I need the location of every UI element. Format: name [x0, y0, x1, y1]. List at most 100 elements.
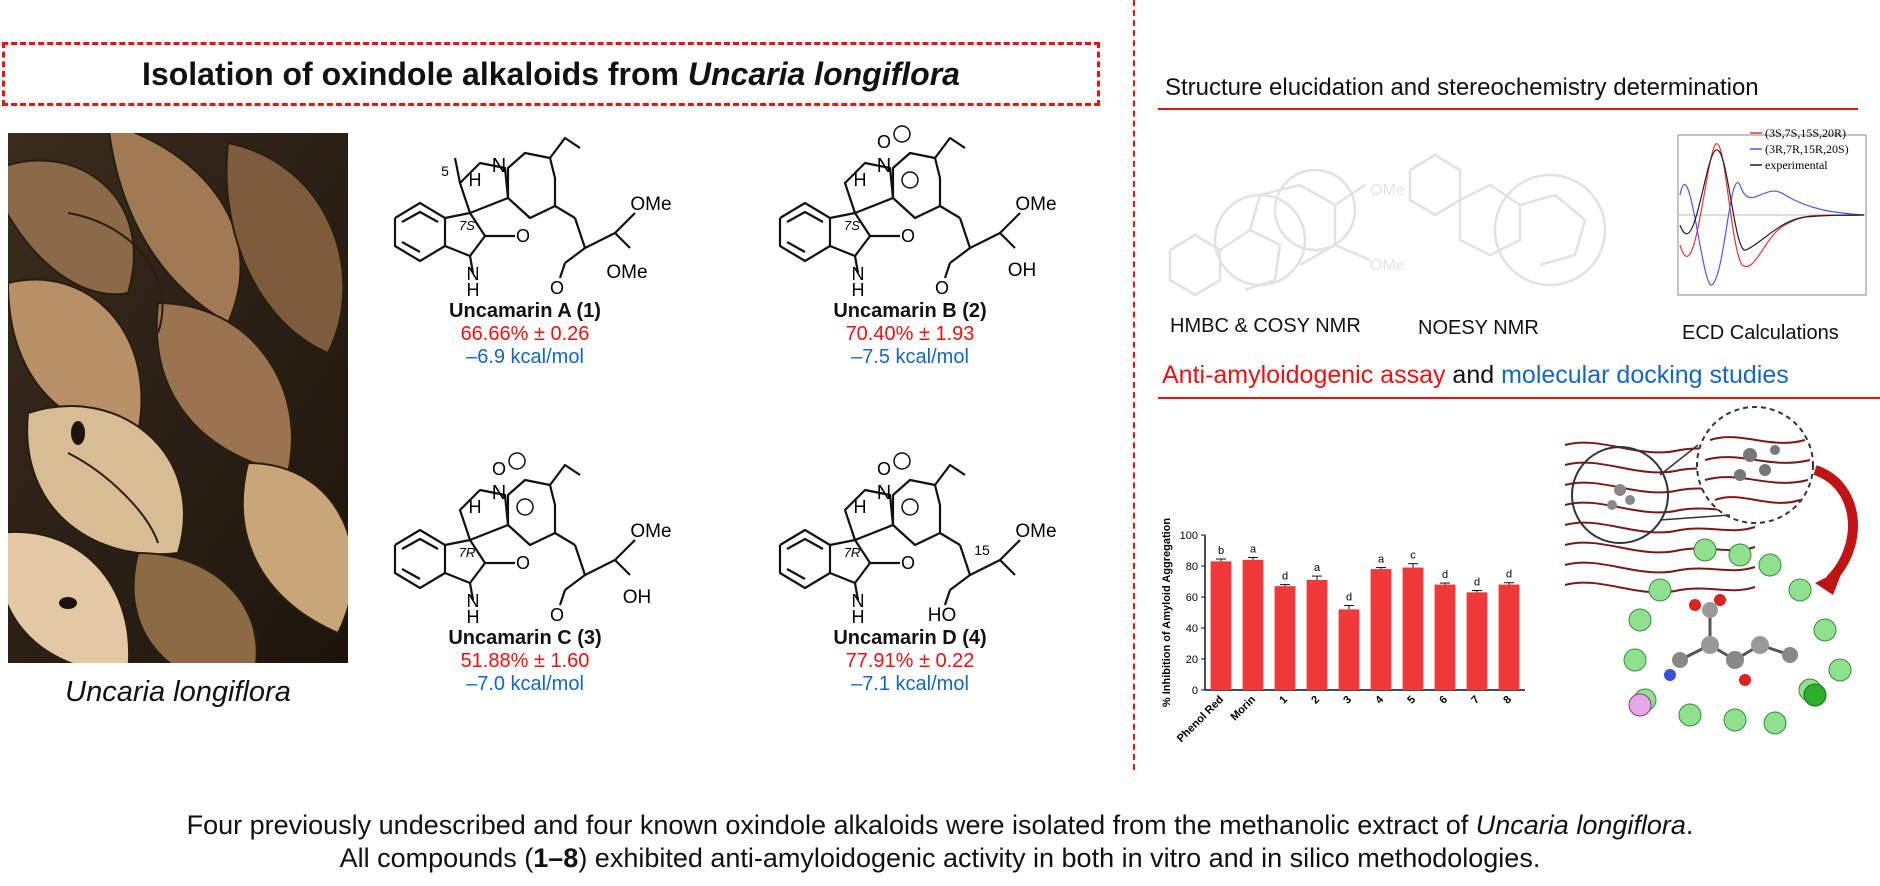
nh-label: N: [467, 264, 480, 284]
category-label: Phenol Red: [1175, 694, 1226, 745]
h-label: H: [852, 607, 865, 625]
acid-o-label: O: [550, 605, 564, 625]
significance-letter: a: [1314, 562, 1321, 574]
acid-o-label: O: [935, 278, 949, 298]
structure-title-underline: [1158, 108, 1858, 110]
summary-text: Four previously undescribed and four kno…: [0, 809, 1880, 875]
summary-line-1: Four previously undescribed and four kno…: [186, 810, 1694, 840]
significance-letter: d: [1346, 592, 1352, 604]
plant-photo: [8, 133, 348, 663]
bar: [1498, 584, 1520, 690]
category-label: 5: [1405, 694, 1418, 707]
significance-letter: a: [1250, 543, 1257, 555]
y-tick-label: 100: [1180, 530, 1198, 542]
n-label: N: [492, 482, 506, 504]
ecd-plot: (3S,7S,15S,20R) (3R,7R,15R,20S) experime…: [1677, 126, 1867, 296]
bar: [1466, 592, 1488, 690]
ecd-legend-3: experimental: [1765, 158, 1828, 172]
significance-letter: d: [1506, 569, 1512, 581]
category-label: 3: [1341, 694, 1354, 707]
h3-label: H: [854, 497, 867, 517]
inhibition-value: 51.88% ± 1.60: [460, 650, 590, 672]
carbonyl-o-label: O: [516, 226, 530, 246]
n-label: N: [877, 482, 891, 504]
stereo-label: 7S: [459, 218, 475, 233]
bar: [1370, 569, 1392, 690]
summary-line-2: All compounds (1–8) exhibited anti-amylo…: [339, 843, 1541, 873]
binding-energy: –7.5 kcal/mol: [851, 346, 969, 368]
y-tick-label: 0: [1192, 685, 1198, 697]
bar: [1306, 579, 1328, 690]
carbonyl-o-label: O: [901, 553, 915, 573]
significance-letter: a: [1378, 554, 1385, 566]
n-oxide-o-label: O: [492, 459, 506, 479]
isolation-title-box: Isolation of oxindole alkaloids from Unc…: [2, 42, 1100, 106]
significance-letter: d: [1474, 576, 1480, 588]
h3-label: H: [469, 170, 482, 190]
inhibition-value: 66.66% ± 0.26: [460, 323, 590, 345]
docking-illustration: [1564, 406, 1858, 735]
n-oxide-o-label: O: [877, 459, 891, 479]
category-label: 7: [1469, 694, 1482, 707]
h-label: H: [467, 280, 480, 298]
compound-name: Uncamarin C (3): [448, 627, 602, 649]
nmr-correlation-sketches: OMe OMe: [1168, 153, 1607, 297]
n-label: N: [877, 155, 891, 177]
stereo-label: 7S: [844, 218, 860, 233]
category-label: Morin: [1228, 693, 1258, 723]
bar: [1338, 609, 1360, 690]
compound-name: Uncamarin B (2): [833, 300, 987, 322]
stereo-label: 7R: [844, 545, 861, 560]
n-label: N: [492, 155, 506, 177]
significance-letter: d: [1282, 571, 1288, 583]
y-tick-label: 60: [1186, 592, 1198, 604]
h-label: H: [852, 280, 865, 298]
ome-label: OMe: [630, 521, 671, 542]
category-label: 2: [1309, 694, 1322, 707]
ester-o-label: O: [550, 278, 564, 298]
y-tick-label: 80: [1186, 561, 1198, 573]
bar: [1434, 584, 1456, 690]
h3-label: H: [469, 497, 482, 517]
n-oxide-o-label: O: [877, 132, 891, 152]
inhibition-value: 70.40% ± 1.93: [845, 323, 975, 345]
carbonyl-o-label: O: [516, 553, 530, 573]
plant-caption: Uncaria longiflora: [65, 676, 291, 708]
y-tick-label: 20: [1186, 654, 1198, 666]
hmbc-cosy-label: HMBC & COSY NMR: [1170, 315, 1361, 337]
inhibition-value: 77.91% ± 0.22: [845, 650, 975, 672]
bar: [1242, 559, 1264, 690]
ecd-legend-1: (3S,7S,15S,20R): [1765, 126, 1846, 140]
nh-label: N: [852, 591, 865, 611]
nh-label: N: [852, 264, 865, 284]
bar: [1402, 567, 1424, 690]
y-axis-label: % Inhibition of Amyloid Aggregation: [1161, 518, 1173, 708]
category-label: 4: [1373, 693, 1386, 706]
compound-name: Uncamarin A (1): [449, 300, 601, 322]
ome-label: OMe: [1015, 194, 1056, 215]
ecd-legend-2: (3R,7R,15R,20S): [1765, 142, 1849, 156]
category-label: 6: [1437, 694, 1450, 707]
section-divider: [1133, 0, 1135, 770]
ome-label: OMe: [1015, 521, 1056, 542]
noesy-label: NOESY NMR: [1418, 317, 1539, 339]
stereo-label: 7R: [459, 545, 476, 560]
ome-label: OMe: [630, 194, 671, 215]
isolation-title: Isolation of oxindole alkaloids from Unc…: [142, 55, 960, 92]
category-label: 8: [1501, 694, 1514, 707]
acid-oh-label: OH: [1008, 260, 1037, 281]
bar: [1274, 586, 1296, 690]
assay-section-title: Anti-amyloidogenic assay and molecular d…: [1162, 361, 1789, 389]
binding-energy: –6.9 kcal/mol: [466, 346, 584, 368]
carbonyl-o-label: O: [901, 226, 915, 246]
ester-ome-label: OMe: [606, 262, 647, 283]
svg-text:OMe: OMe: [1370, 182, 1405, 199]
c5-label: 5: [441, 163, 449, 179]
ecd-calculations-label: ECD Calculations: [1682, 322, 1839, 344]
h-label: H: [467, 607, 480, 625]
